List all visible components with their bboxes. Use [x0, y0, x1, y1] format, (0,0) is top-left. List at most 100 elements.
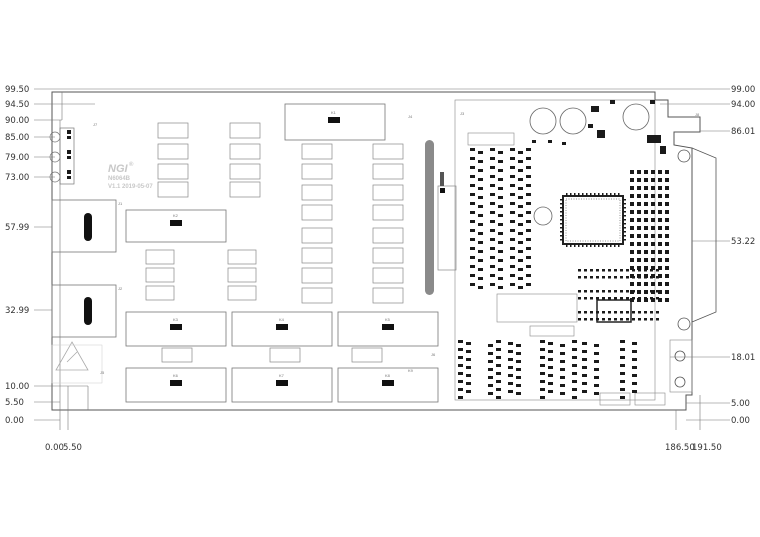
smd-part	[540, 364, 545, 367]
smd-part	[584, 311, 587, 314]
smd-part	[470, 238, 475, 241]
smd-part	[478, 241, 483, 244]
smd-part	[526, 211, 531, 214]
smd-part	[566, 244, 568, 247]
smd-part	[516, 376, 521, 379]
led-group	[49, 127, 75, 185]
smd-part	[651, 234, 655, 238]
smd-part	[578, 290, 581, 293]
smd-part	[488, 392, 493, 395]
smd-part	[626, 318, 629, 321]
smd-part	[572, 388, 577, 391]
svg-text:J1: J1	[118, 201, 123, 206]
dimension-labels-right: 99.00 94.00 86.01 53.22 18.01 5.00 0.00	[731, 85, 755, 426]
smd-part	[644, 202, 648, 206]
smd-part	[602, 311, 605, 314]
smd-part	[518, 196, 523, 199]
smd-part	[582, 382, 587, 385]
smd-part	[637, 298, 641, 302]
smd-part	[614, 244, 616, 247]
smd-part	[632, 311, 635, 314]
smd-part	[478, 187, 483, 190]
smd-part	[518, 241, 523, 244]
smd-part	[498, 277, 503, 280]
smd-part	[548, 342, 553, 345]
smd-part	[582, 342, 587, 345]
dim-left-79-00: 79.00	[5, 153, 29, 163]
smd-part	[526, 175, 531, 178]
smd-part	[596, 290, 599, 293]
smd-part	[610, 244, 612, 247]
smd-part	[644, 318, 647, 321]
smd-part	[637, 234, 641, 238]
smd-part	[560, 223, 563, 225]
smd-part	[614, 318, 617, 321]
smd-part	[498, 259, 503, 262]
smd-part	[651, 186, 655, 190]
dimension-labels-left: 99.50 94.50 90.00 85.00 79.00 73.00 57.9…	[5, 85, 29, 426]
smd-part	[658, 274, 662, 278]
smd-part	[626, 290, 629, 293]
smd-part	[458, 372, 463, 375]
smd-part	[630, 298, 634, 302]
smd-part	[637, 170, 641, 174]
svg-text:J4: J4	[408, 114, 413, 119]
smd-part	[510, 247, 515, 250]
relay-k1: K1	[284, 103, 386, 141]
smd-part	[620, 297, 623, 300]
smd-part	[644, 266, 648, 270]
smd-part	[596, 276, 599, 279]
smd-part	[466, 382, 471, 385]
smd-part	[665, 242, 669, 246]
smd-part	[548, 140, 552, 143]
smd-part	[620, 364, 625, 367]
smd-part	[578, 269, 581, 272]
connector-header	[437, 185, 457, 271]
smd-part	[658, 266, 662, 270]
dim-right-53-22: 53.22	[731, 237, 755, 247]
smd-part	[560, 235, 563, 237]
smd-part	[630, 218, 634, 222]
smd-part	[630, 250, 634, 254]
smd-part	[458, 396, 463, 399]
smd-part	[490, 157, 495, 160]
smd-part	[594, 376, 599, 379]
relay-k5: K5	[337, 311, 439, 347]
smd-part	[510, 193, 515, 196]
smd-part	[526, 193, 531, 196]
smd-part	[644, 297, 647, 300]
smd-part	[518, 205, 523, 208]
smd-part	[651, 242, 655, 246]
smd-part	[644, 250, 648, 254]
smd-part	[594, 392, 599, 395]
smd-part	[658, 186, 662, 190]
smd-part	[650, 290, 653, 293]
smd-part	[496, 388, 501, 391]
smd-part	[638, 318, 641, 321]
smd-part	[584, 297, 587, 300]
smd-part	[466, 342, 471, 345]
smd-part	[630, 282, 634, 286]
smd-part	[632, 390, 637, 393]
smd-part	[496, 340, 501, 343]
dimension-lines-right	[380, 88, 730, 430]
smd-part	[516, 392, 521, 395]
smd-part	[651, 194, 655, 198]
smd-part	[665, 258, 669, 262]
smd-part	[620, 356, 625, 359]
smd-part	[650, 100, 655, 104]
smd-part	[651, 250, 655, 254]
smd-part	[644, 298, 648, 302]
smd-part	[608, 297, 611, 300]
smd-part	[508, 342, 513, 345]
smd-part	[582, 358, 587, 361]
smd-part	[658, 170, 662, 174]
smd-part	[644, 311, 647, 314]
smd-part	[478, 277, 483, 280]
smd-part	[637, 210, 641, 214]
smd-part	[490, 211, 495, 214]
smd-part	[510, 157, 515, 160]
smd-part	[508, 358, 513, 361]
smd-components	[458, 100, 669, 399]
smd-part	[602, 193, 604, 196]
